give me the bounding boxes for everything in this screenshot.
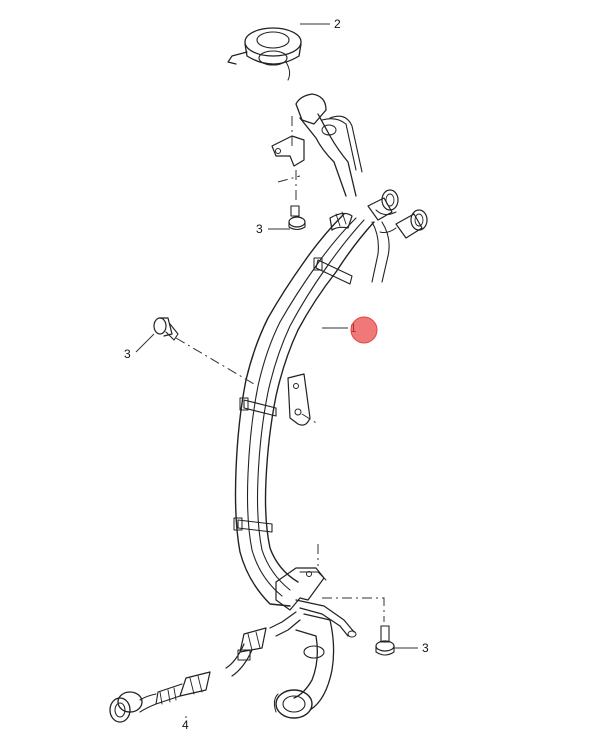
alignment-line-upper-bolt: [277, 168, 301, 200]
alignment-line-right-bolt: [322, 597, 385, 622]
pipe-clip-lower: [233, 517, 273, 533]
alignment-line-left-bolt: [175, 337, 255, 385]
pipe-clip-upper: [313, 257, 353, 285]
alignment-line-mid-bracket: [301, 413, 319, 425]
filler-cap-part-2[interactable]: [227, 27, 302, 81]
callout-part-3-upper: 3: [256, 222, 263, 236]
filler-pipe-part-1[interactable]: [234, 213, 390, 607]
leader-line-part-3-left: [135, 333, 155, 353]
callout-part-4: 4: [182, 718, 189, 732]
vent-hose-part-4[interactable]: [109, 611, 301, 723]
bolt-part-3-left[interactable]: [153, 317, 179, 341]
bolt-part-3-right[interactable]: [375, 625, 395, 656]
upper-bracket: [271, 135, 305, 167]
mid-bracket: [287, 373, 311, 426]
outlet-elbow[interactable]: [273, 613, 335, 719]
vent-connectors-upper-right[interactable]: [329, 189, 428, 239]
callout-part-3-left: 3: [124, 347, 131, 361]
filler-neck[interactable]: [295, 93, 363, 197]
lower-bracket: [275, 567, 357, 638]
red-circle-marker-icon[interactable]: [350, 316, 378, 344]
bolt-part-3-upper[interactable]: [288, 205, 306, 231]
callout-part-2: 2: [334, 17, 341, 31]
pipe-clip-middle: [239, 397, 277, 417]
callout-part-3-right: 3: [422, 641, 429, 655]
